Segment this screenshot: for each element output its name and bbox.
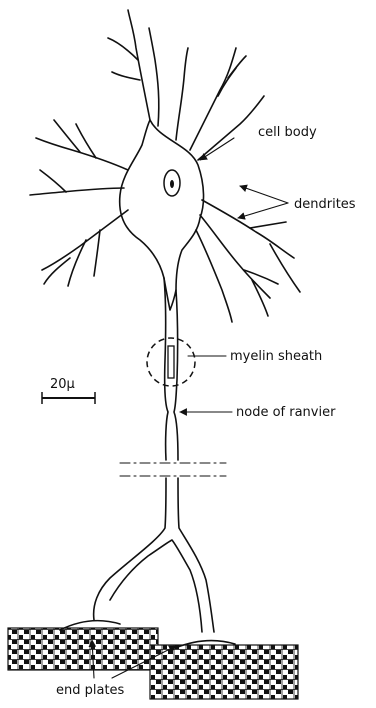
- cell-body-label: cell body: [258, 125, 317, 140]
- dendrites-arrow-lower: [238, 203, 288, 218]
- scale-label: 20μ: [50, 377, 75, 392]
- end-plates-label: end plates: [56, 683, 125, 698]
- node-of-ranvier-label: node of ranvier: [236, 405, 336, 420]
- dendrites-branches: [30, 10, 300, 322]
- myelin-sheath-marker: [147, 338, 195, 386]
- myelin-sheath-label: myelin sheath: [230, 349, 322, 364]
- nucleolus: [170, 180, 174, 188]
- dendrites-arrow-upper: [240, 186, 288, 203]
- dendrites-label: dendrites: [294, 197, 356, 212]
- myelin-sheath-band: [168, 346, 174, 378]
- cell-body-arrow: [200, 138, 234, 160]
- axon: [94, 278, 226, 632]
- muscle-fibres: [8, 621, 298, 699]
